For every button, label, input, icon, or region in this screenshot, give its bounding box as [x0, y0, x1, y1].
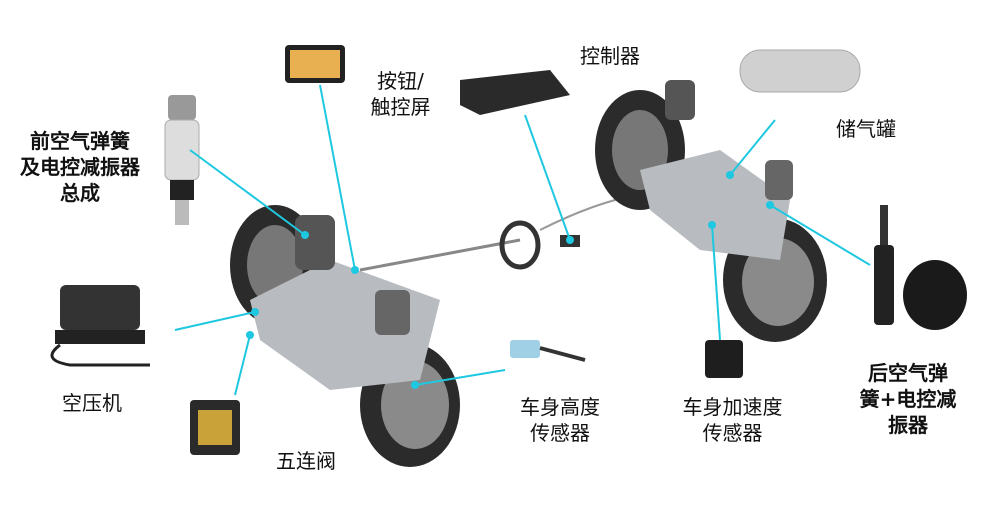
component-height-sensor [510, 340, 586, 362]
label-line: 总成 [60, 181, 100, 205]
label-line: 后空气弹 [868, 361, 948, 385]
label-line: 储气罐 [836, 117, 896, 141]
label-line: 传感器 [702, 421, 763, 445]
label-rear-spring: 后空气弹 簧+电控减 振器 [848, 360, 968, 438]
leader-lines [174, 84, 871, 396]
component-front-spring [164, 95, 200, 225]
label-line: 前空气弹簧 [30, 129, 130, 153]
leader-dots [246, 171, 774, 389]
label-line: 控制器 [580, 44, 640, 68]
label-line: 振器 [888, 413, 928, 437]
label-compressor: 空压机 [52, 390, 132, 416]
label-accel-sensor: 车身加速度 传感器 [665, 394, 800, 446]
label-button-screen: 按钮/ 触控屏 [358, 68, 443, 120]
label-controller: 控制器 [570, 43, 650, 69]
label-valve-block: 五连阀 [266, 448, 346, 474]
label-line: 簧+电控减 [859, 387, 957, 411]
label-height-sensor: 车身高度 传感器 [505, 394, 615, 446]
component-rear-spring [874, 205, 967, 330]
steering-illustration [359, 194, 641, 272]
rear-axle-illustration [595, 80, 827, 342]
label-line: 及电控减振器 [20, 155, 140, 179]
label-line: 车身高度 [520, 395, 600, 419]
label-air-tank: 储气罐 [826, 116, 906, 142]
component-air-tank [739, 49, 861, 93]
label-line: 按钮/ [377, 69, 424, 93]
component-touchscreen [285, 45, 345, 83]
label-line: 车身加速度 [682, 395, 783, 419]
component-controller [460, 70, 570, 115]
label-line: 五连阀 [276, 449, 336, 473]
component-valve-block [190, 400, 240, 455]
label-line: 传感器 [530, 421, 590, 445]
label-line: 空压机 [62, 391, 122, 415]
component-accel-sensor [705, 340, 743, 378]
label-front-spring: 前空气弹簧 及电控减振器 总成 [5, 128, 155, 206]
component-compressor [50, 285, 150, 367]
label-line: 触控屏 [370, 95, 431, 119]
front-axle-illustration [230, 205, 460, 467]
